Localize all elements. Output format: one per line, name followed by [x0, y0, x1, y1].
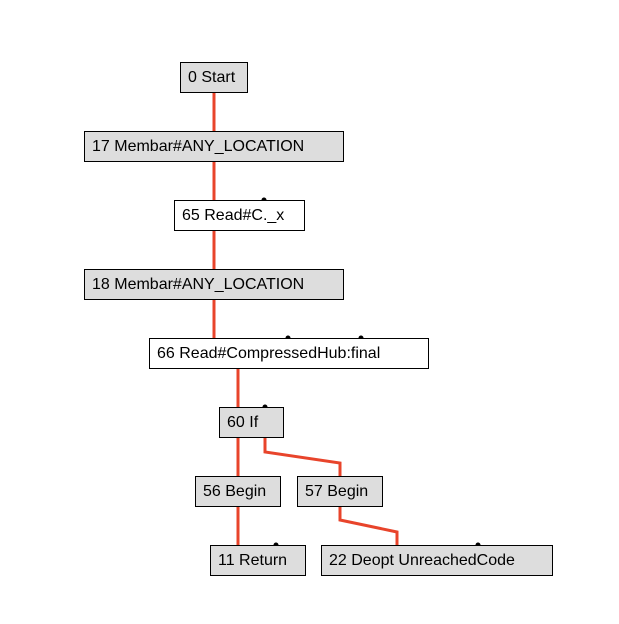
node-membar-17[interactable]: 17 Membar#ANY_LOCATION [84, 131, 344, 162]
node-read-66[interactable]: 66 Read#CompressedHub:final [149, 338, 429, 369]
node-return-11[interactable]: 11 Return [210, 545, 306, 576]
edge-60-57 [263, 438, 342, 476]
node-begin-57[interactable]: 57 Begin [297, 476, 383, 507]
node-deopt-22[interactable]: 22 Deopt UnreachedCode [321, 545, 553, 576]
node-start[interactable]: 0 Start [180, 62, 248, 93]
node-begin-56[interactable]: 56 Begin [195, 476, 281, 507]
node-membar-18[interactable]: 18 Membar#ANY_LOCATION [84, 269, 344, 300]
node-read-65[interactable]: 65 Read#C._x [174, 200, 305, 231]
edge-57-22 [338, 507, 399, 545]
node-if-60[interactable]: 60 If [219, 407, 284, 438]
